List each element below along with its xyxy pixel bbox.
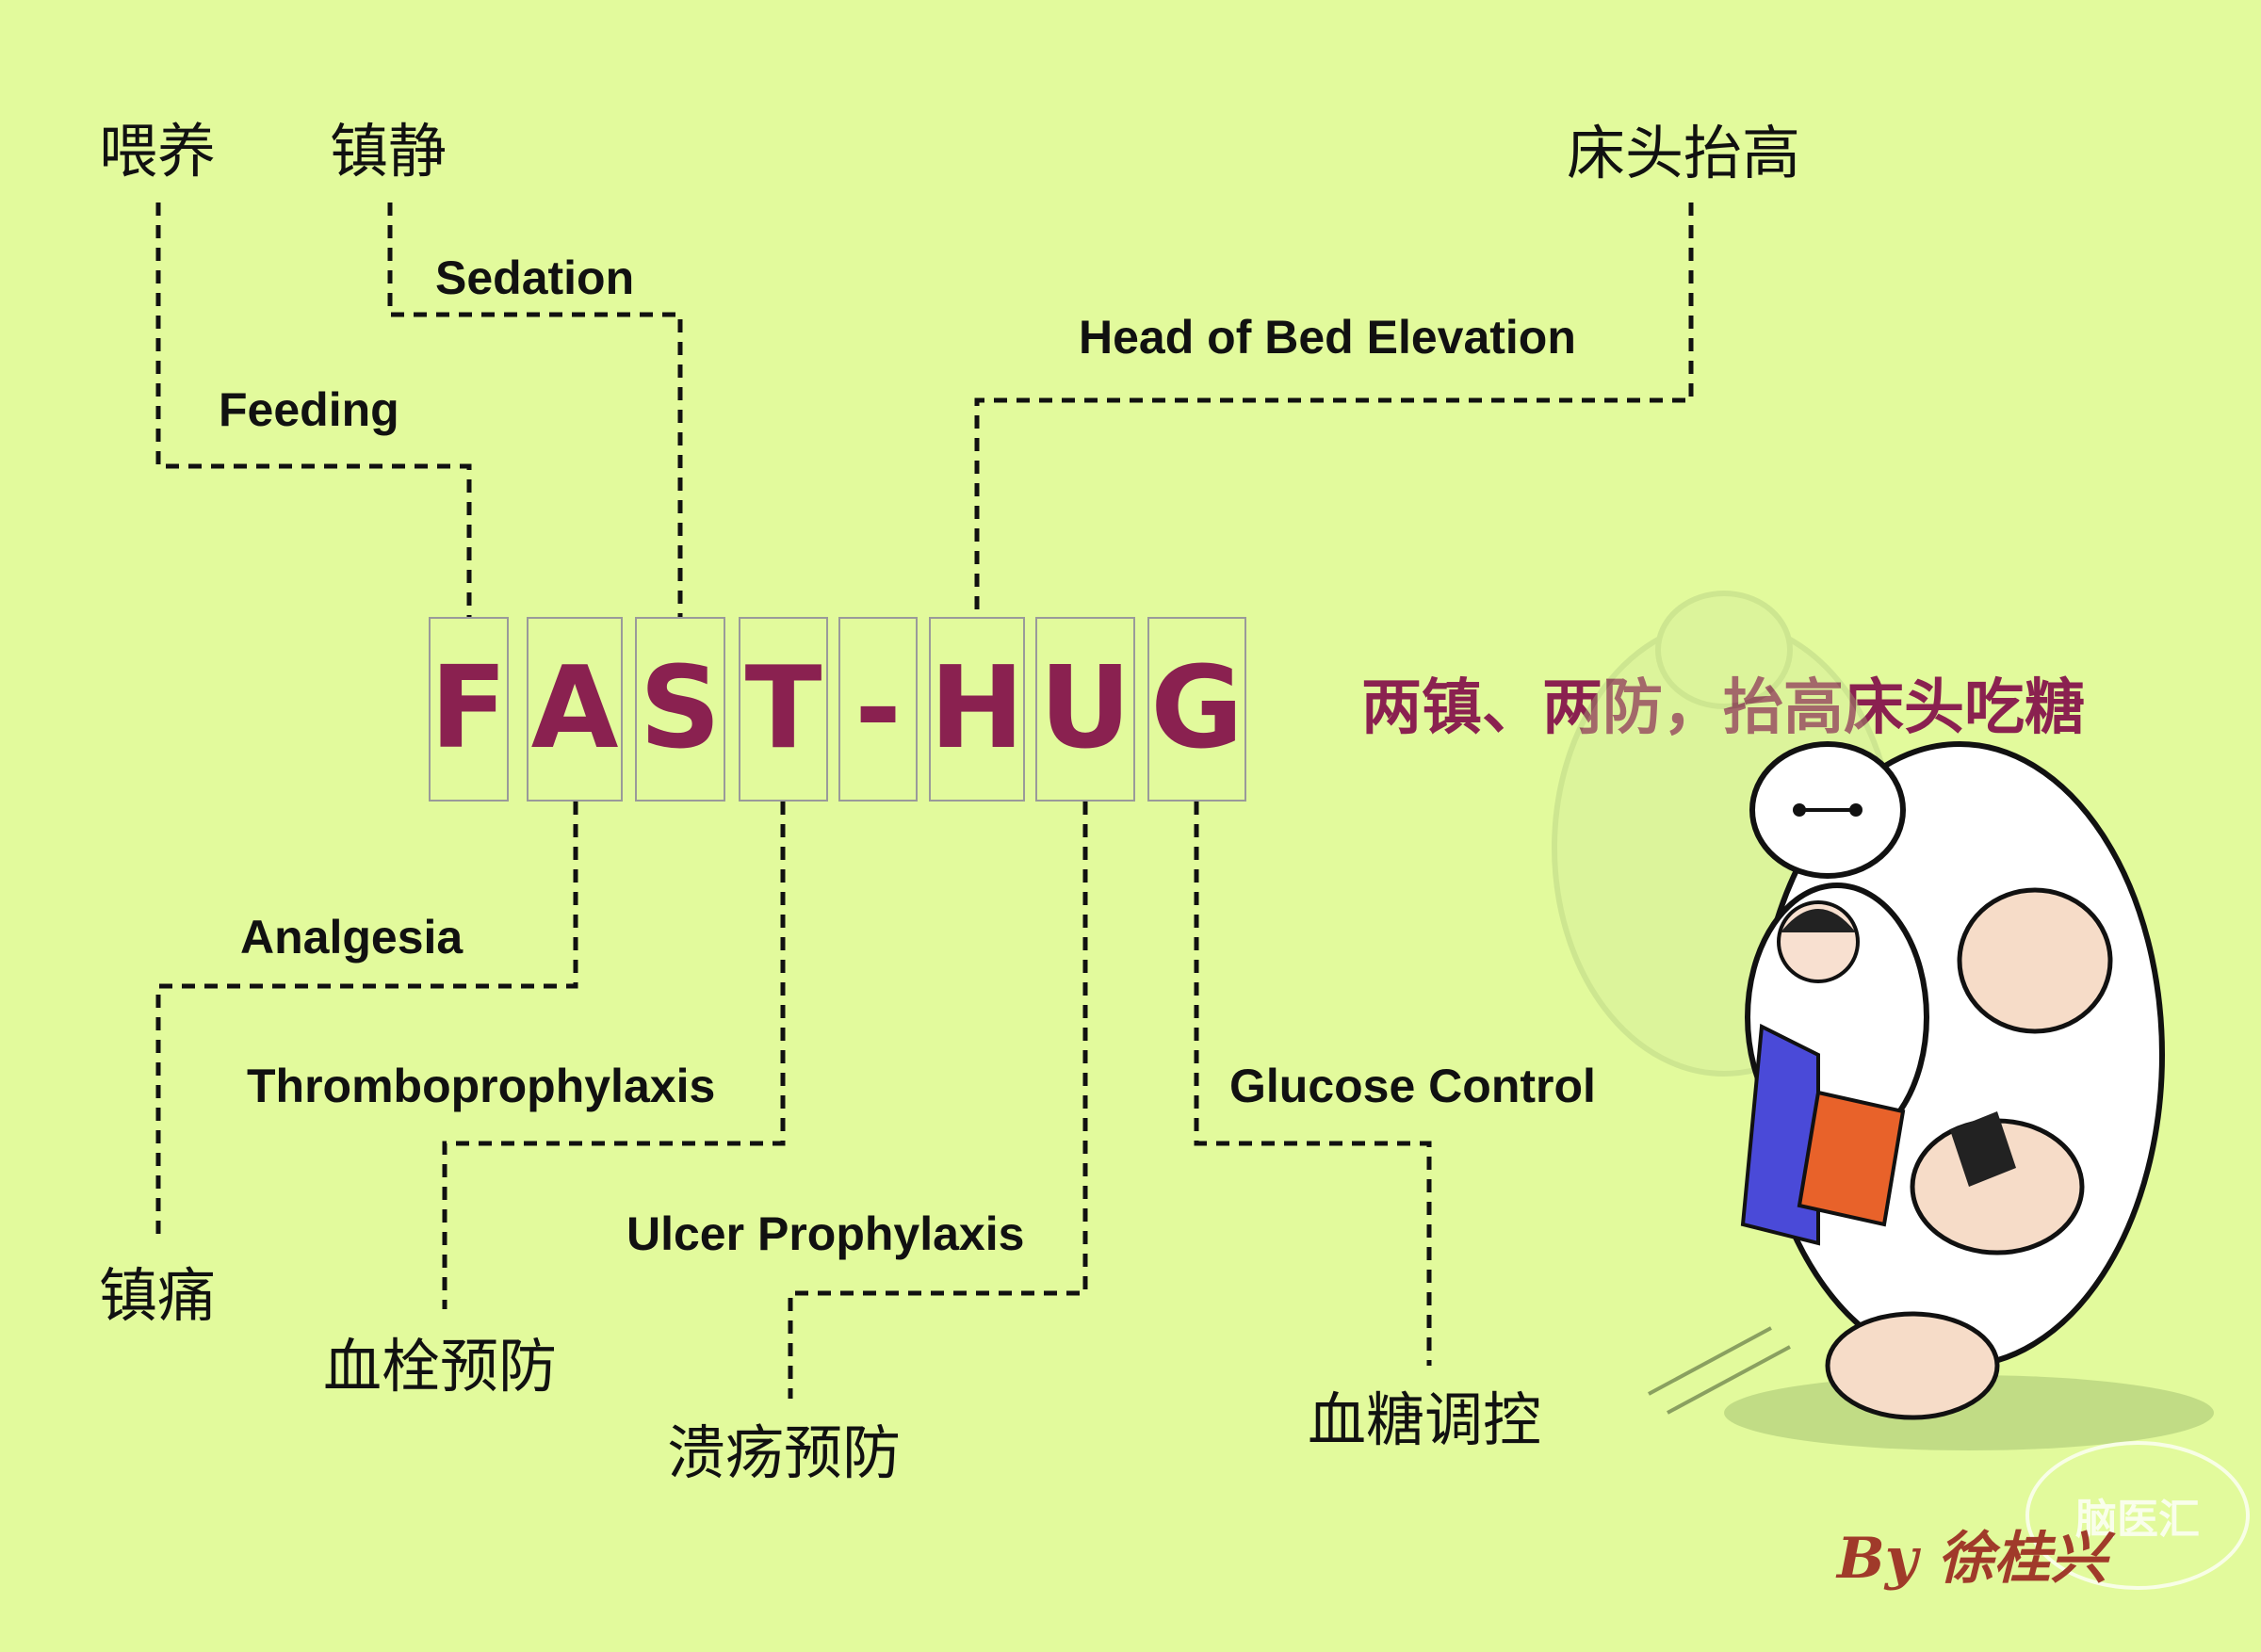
- letter-hyphen: -: [838, 617, 918, 802]
- letter-g: G: [1147, 617, 1246, 802]
- connector-feeding: [155, 202, 472, 617]
- connector-glucose: [1194, 802, 1432, 1366]
- head-of-bed-en-label: Head of Bed Elevation: [1079, 311, 1576, 364]
- letter-t: T: [739, 617, 828, 802]
- ulcer-en-label: Ulcer Prophylaxis: [626, 1207, 1025, 1260]
- cartoon-illustration: [1552, 591, 2214, 1450]
- connector-sedation: [387, 202, 683, 617]
- author-signature: By 徐桂兴: [1837, 1526, 2107, 1592]
- letter-u: U: [1035, 617, 1135, 802]
- letter-s: S: [635, 617, 725, 802]
- letter-h: H: [929, 617, 1025, 802]
- thromboprophylaxis-zh-label: 血栓预防: [323, 1332, 558, 1401]
- thromboprophylaxis-en-label: Thromboprophylaxis: [247, 1060, 716, 1112]
- sedation-en-label: Sedation: [435, 251, 635, 304]
- analgesia-zh-label: 镇痛: [99, 1261, 217, 1330]
- watermark-text: 脑医汇: [2075, 1496, 2200, 1544]
- connector-head-of-bed: [974, 202, 1694, 617]
- connector-analgesia: [155, 802, 578, 1243]
- connector-ulcer: [788, 802, 1088, 1399]
- head-of-bed-zh-label: 床头抬高: [1567, 119, 1801, 187]
- glucose-en-label: Glucose Control: [1229, 1060, 1596, 1112]
- slogan-text: 两镇、两防，抬高床头吃糖: [1361, 678, 2085, 738]
- ulcer-zh-label: 溃疡预防: [667, 1418, 902, 1487]
- letter-f: F: [429, 617, 509, 802]
- letter-a: A: [527, 617, 623, 802]
- feeding-zh-label: 喂养: [99, 117, 217, 186]
- connector-thromboprophylaxis: [442, 802, 786, 1309]
- feeding-en-label: Feeding: [219, 383, 399, 436]
- sedation-zh-label: 镇静: [330, 117, 447, 186]
- glucose-zh-label: 血糖调控: [1308, 1385, 1542, 1454]
- analgesia-en-label: Analgesia: [240, 911, 464, 964]
- watermark-seal: 脑医汇: [2025, 1441, 2250, 1590]
